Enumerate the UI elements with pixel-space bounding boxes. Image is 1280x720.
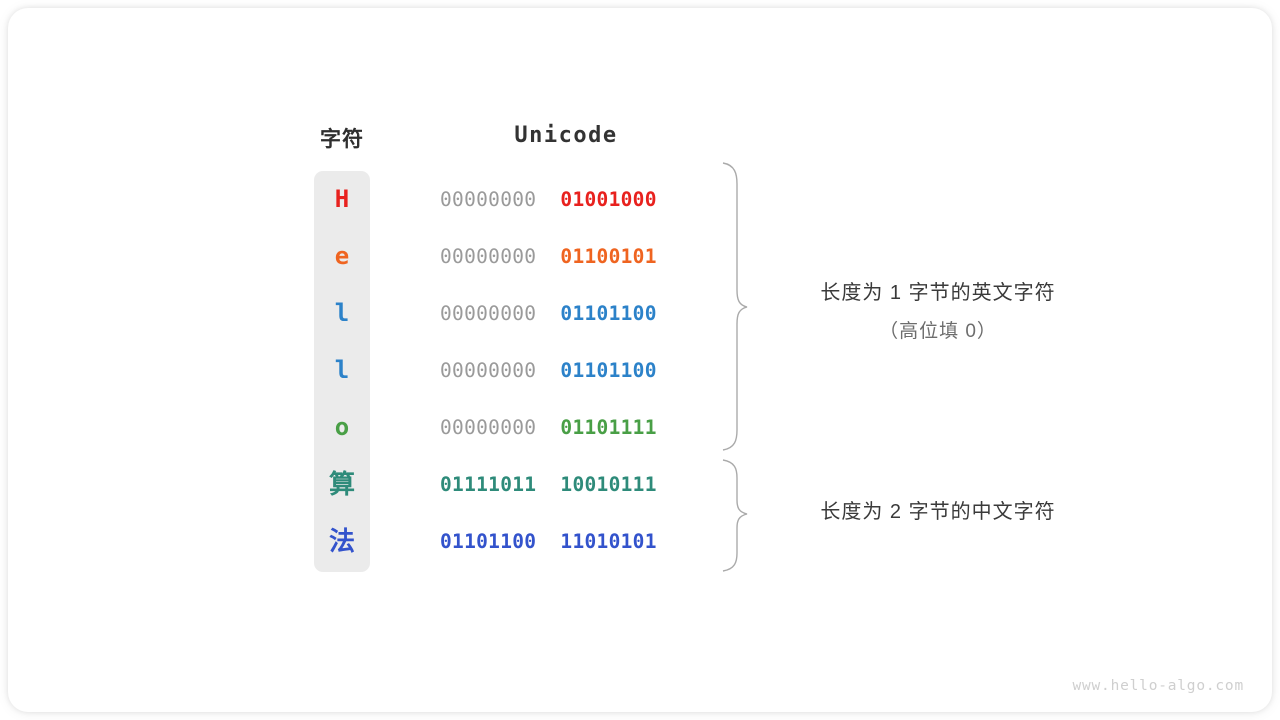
unicode-bits-cell: 00000000 01100101 (440, 228, 692, 285)
figure-card: 字符 Unicode H 00000000 01001000 e 00000000 0… (8, 8, 1272, 712)
high-byte: 00000000 (440, 359, 537, 382)
character-cell: e (334, 242, 350, 270)
low-byte: 11010101 (560, 530, 657, 553)
annotation-chinese-bytes: 长度为 2 字节的中文字符 (768, 495, 1108, 524)
column-header-character: 字符 (320, 128, 364, 151)
character-cell: H (334, 185, 350, 213)
high-byte: 00000000 (440, 188, 537, 211)
unicode-bits-cell: 00000000 01101100 (440, 285, 692, 342)
character-cell: o (334, 413, 350, 441)
high-byte: 00000000 (440, 302, 537, 325)
site-watermark: www.hello-algo.com (1072, 678, 1244, 694)
column-header-unicode: Unicode (514, 123, 618, 148)
brace-chinese-rows (722, 459, 748, 572)
annotation-chinese-line1: 长度为 2 字节的中文字符 (820, 501, 1056, 523)
low-byte: 01001000 (560, 188, 657, 211)
annotation-english-bytes: 长度为 1 字节的英文字符 （高位填 0） (768, 276, 1108, 343)
character-cell: l (334, 299, 350, 327)
low-byte: 01100101 (560, 245, 657, 268)
low-byte: 10010111 (560, 473, 657, 496)
unicode-bits-cell: 00000000 01101100 (440, 342, 692, 399)
unicode-bits-cell: 00000000 01001000 (440, 171, 692, 228)
unicode-bits-cell: 01111011 10010111 (440, 456, 692, 513)
unicode-bits-cell: 01101100 11010101 (440, 513, 692, 570)
high-byte: 00000000 (440, 416, 537, 439)
character-cell: 法 (328, 526, 355, 556)
high-byte: 00000000 (440, 245, 537, 268)
character-cell: 算 (328, 469, 355, 499)
low-byte: 01101100 (560, 359, 657, 382)
high-byte: 01111011 (440, 473, 537, 496)
unicode-bits-cell: 00000000 01101111 (440, 399, 692, 456)
low-byte: 01101111 (560, 416, 657, 439)
low-byte: 01101100 (560, 302, 657, 325)
annotation-english-line1: 长度为 1 字节的英文字符 (820, 282, 1056, 304)
character-cell: l (334, 356, 350, 384)
annotation-english-line2: （高位填 0） (879, 321, 997, 342)
brace-english-rows (722, 162, 748, 451)
high-byte: 01101100 (440, 530, 537, 553)
character-column-panel (314, 171, 370, 572)
